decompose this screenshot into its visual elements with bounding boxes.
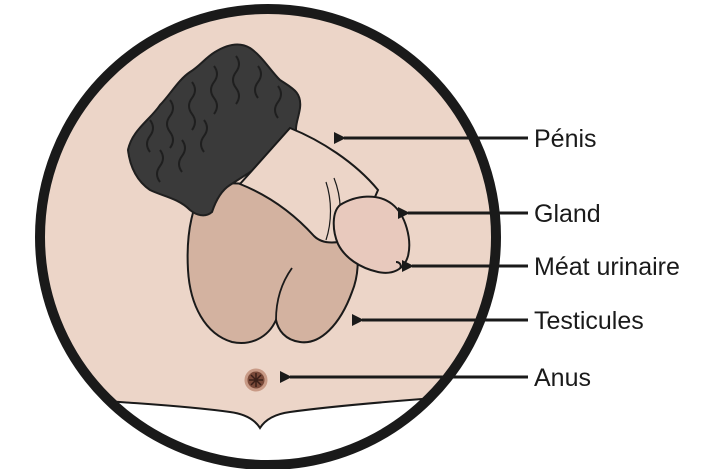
label-glans: Gland <box>534 200 601 228</box>
label-testicles: Testicules <box>534 307 644 335</box>
anus-center <box>249 373 263 387</box>
label-penis: Pénis <box>534 125 597 153</box>
label-urethral-meatus: Méat urinaire <box>534 253 680 281</box>
label-anus: Anus <box>534 364 591 392</box>
